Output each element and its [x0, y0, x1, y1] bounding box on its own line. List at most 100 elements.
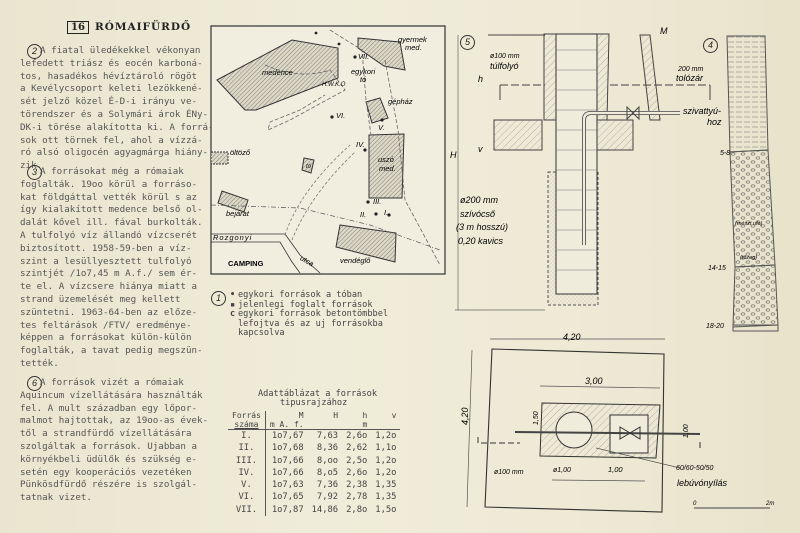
page-title: RÓMAIFÜRDŐ	[95, 21, 192, 33]
map-label: uszó	[378, 155, 394, 164]
well-plan-drawing	[466, 338, 770, 513]
text-line: biztosított. 1958-59-ben a víz-	[20, 242, 192, 254]
plan-dimension: 1,50	[533, 411, 540, 425]
text-line: sét jelző közel É-D-i irányu ve-	[20, 96, 198, 108]
table-cell: 14,86	[311, 504, 339, 515]
table-cell: 2,8o	[346, 504, 368, 515]
section-label: szivattyú-	[683, 106, 721, 116]
table-cell: II.	[228, 442, 266, 455]
legend-text: egykori források a tóban	[238, 290, 363, 300]
map-swimming-pool	[368, 133, 405, 199]
column-header: h	[362, 411, 368, 420]
legend-item: lefojtva és az uj forrásokba	[230, 318, 388, 330]
plan-dimension: 4,20	[460, 407, 470, 425]
section-label: túlfolyó	[490, 61, 519, 71]
map-label: V.	[378, 123, 385, 132]
table-cell: 1,2o	[375, 431, 397, 441]
well-section-drawing	[455, 33, 711, 311]
plan-dimension: 3,00	[585, 376, 603, 386]
table-cell: 1o7,66	[271, 467, 304, 478]
text-line: így kialakított medence belső ol-	[20, 204, 203, 216]
column-marker: 4	[703, 38, 718, 53]
legend-marker: 1	[211, 291, 226, 306]
section-label: 200 mm	[677, 66, 703, 73]
table-cell: 1o7,67	[271, 431, 304, 441]
map-pool	[216, 39, 339, 111]
map-label: med.	[379, 164, 396, 173]
map-label: gépház	[388, 97, 413, 106]
column-header: m A. f.	[265, 420, 308, 430]
table-cell: 1o7,68	[271, 443, 304, 454]
map-label: I.	[384, 208, 388, 217]
map-label: Rozgonyi	[213, 233, 252, 242]
legend-text: kapcsolva	[238, 328, 285, 338]
text-line: tes feltárások /FTV/ eredménye-	[20, 319, 192, 331]
text-line: lefedett triász és eocén karboná-	[20, 57, 203, 69]
scale-label: 0	[693, 501, 697, 507]
column-header: H	[333, 411, 339, 420]
plan-dimension: 4,20	[563, 332, 581, 342]
section-label: (3 m hosszú)	[456, 222, 508, 232]
map-engine-house	[365, 97, 389, 124]
column-header	[307, 420, 343, 430]
section-label: H	[450, 150, 457, 160]
text-line: Pünkösdfürdő részére is szolgál-	[20, 479, 198, 491]
depth-label: 5-8	[720, 150, 730, 157]
column-header: M	[298, 411, 304, 420]
paragraph-marker: 3	[27, 165, 42, 180]
table-cell: 8,36	[316, 443, 339, 454]
text-line: től a strandfürdő vízellátására	[20, 428, 192, 440]
column-header: m	[342, 420, 372, 430]
text-line: szintjét /1o7,45 m A.f./ sem ér-	[20, 268, 198, 280]
table-cell: 1,2o	[375, 455, 397, 466]
table-cell: 7,36	[316, 480, 339, 491]
section-label: ø100 mm	[490, 53, 520, 60]
scale-label: 2m	[765, 501, 774, 507]
text-line: kat földgáttal vették körül s az	[20, 191, 198, 203]
table-cell: 2,6o	[346, 467, 368, 478]
text-line: tették.	[20, 357, 59, 369]
table-title: Adattáblázat a források	[258, 389, 377, 399]
map-label: H.W.K.O	[322, 82, 346, 88]
table-cell: 2,5o	[346, 455, 368, 466]
legend-text: lefojtva és az uj forrásokba	[238, 318, 383, 329]
section-label: hoz	[707, 117, 722, 127]
legend-text: egykori források betontömbbel	[238, 309, 389, 319]
section-label: M	[660, 26, 668, 36]
page-section-number: 16	[67, 21, 89, 34]
legend-text: jelenlegi foglalt források	[238, 299, 373, 310]
table-cell: 1,35	[375, 492, 397, 503]
table-cell: 8,o5	[316, 467, 339, 478]
table-cell: 7,63	[316, 431, 339, 441]
text-line: DK-i törése alakította ki. A forrá-	[20, 121, 214, 133]
map-restaurant	[335, 224, 397, 263]
text-line: tos, hasadékos hévíztároló rögöt	[20, 70, 198, 82]
table-cell: V.	[228, 479, 266, 492]
site-map: medence gyermek med. VII. egykori tó H.W…	[210, 25, 446, 275]
text-line: szint a lesüllyesztett tulfolyó	[20, 255, 192, 267]
column-header: száma	[228, 420, 266, 430]
table-cell: IV.	[228, 466, 266, 480]
text-line: képpen a forrásokat külön-külön	[20, 332, 192, 344]
table-cell: VII.	[228, 503, 266, 517]
plan-label: ø100 mm	[494, 469, 524, 476]
section-label: v	[478, 144, 483, 154]
map-label: II.	[360, 210, 366, 219]
table-cell: I.	[228, 429, 266, 443]
map-label: VII.	[358, 52, 369, 61]
plan-label: lebúvónyílás	[677, 478, 728, 488]
table-cell: 1,2o	[375, 467, 397, 478]
text-line: foglalták, a tavat pedig megszün-	[20, 345, 203, 357]
map-label: VI.	[336, 111, 345, 120]
map-children-pool	[357, 37, 406, 71]
legend-symbol-icon: c	[230, 309, 236, 319]
text-line: a Kevélycsoport keleti lezökkené-	[20, 83, 203, 95]
